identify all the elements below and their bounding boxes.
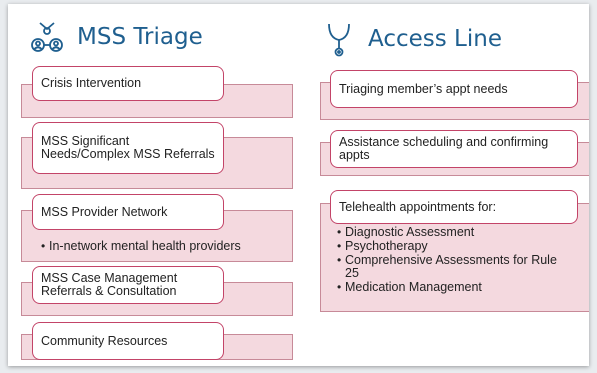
case-management-label: MSS Case Management Referrals & Consulta… xyxy=(41,271,178,298)
complex-referrals-box: MSS Significant Needs/Complex MSS Referr… xyxy=(32,122,224,174)
provider-network-box: MSS Provider Network xyxy=(32,194,224,230)
telehealth-bullets: Diagnostic Assessment Psychotherapy Comp… xyxy=(337,226,572,295)
telehealth-bullet: Diagnostic Assessment xyxy=(337,226,572,240)
provider-network-bullets: In-network mental health providers xyxy=(41,240,241,254)
scheduling-label: Assistance scheduling and confirming app… xyxy=(339,135,549,162)
scheduling-box: Assistance scheduling and confirming app… xyxy=(330,130,578,168)
people-network-icon xyxy=(30,20,64,54)
telehealth-bullet: Comprehensive Assessments for Rule 25 xyxy=(337,254,572,280)
provider-network-label: MSS Provider Network xyxy=(41,204,168,219)
access-line-heading: Access Line xyxy=(326,20,502,58)
triaging-box: Triaging member’s appt needs xyxy=(330,70,578,108)
complex-referrals-label: MSS Significant Needs/Complex MSS Referr… xyxy=(41,134,215,161)
mss-triage-title: MSS Triage xyxy=(77,24,203,50)
slide: MSS Triage Access Line Crisis Interventi… xyxy=(8,4,589,366)
telehealth-box: Telehealth appointments for: xyxy=(330,190,578,224)
case-management-box: MSS Case Management Referrals & Consulta… xyxy=(32,266,224,304)
telehealth-bullet: Medication Management xyxy=(337,281,572,295)
crisis-intervention-label: Crisis Intervention xyxy=(41,76,142,90)
access-line-title: Access Line xyxy=(368,26,502,52)
triaging-label: Triaging member’s appt needs xyxy=(339,81,508,96)
provider-bullet: In-network mental health providers xyxy=(41,240,241,254)
crisis-intervention-box: Crisis Intervention xyxy=(32,66,224,101)
mss-triage-heading: MSS Triage xyxy=(30,20,203,54)
telehealth-label: Telehealth appointments for: xyxy=(339,199,497,214)
telehealth-bullet: Psychotherapy xyxy=(337,240,572,254)
stethoscope-icon xyxy=(326,20,352,58)
community-resources-label: Community Resources xyxy=(41,333,168,348)
community-resources-box: Community Resources xyxy=(32,322,224,360)
